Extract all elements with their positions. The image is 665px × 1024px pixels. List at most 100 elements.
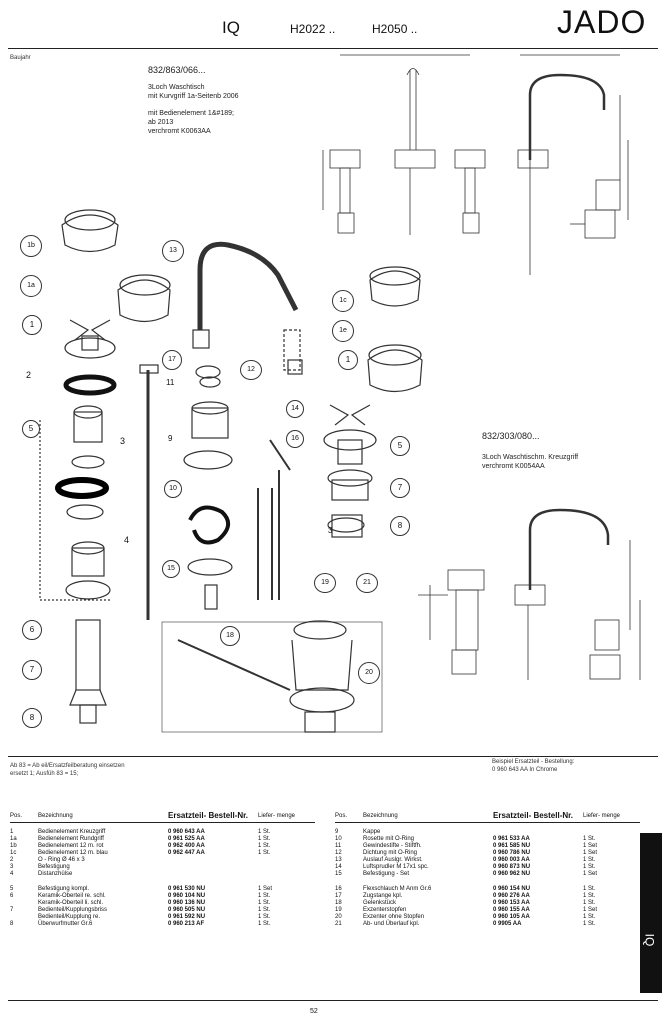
table-cell: 14 [335, 864, 342, 870]
variant-code-b: 832/303/080... [482, 431, 540, 441]
table-cell: 8 [10, 921, 14, 927]
table-cell: 1 Set [258, 886, 273, 892]
brand-logo: JADO [557, 4, 647, 40]
table-cell [10, 914, 38, 921]
col-pos: Pos. [335, 813, 348, 819]
table-cell: 0 961 585 NU [493, 843, 531, 849]
callout-20: 20 [358, 662, 380, 684]
callout-7: 7 [22, 660, 42, 680]
table-cell: 1 St. [583, 900, 596, 906]
callout-7-right: 7 [390, 478, 410, 498]
table-cell: Befestigung [38, 864, 70, 870]
variant-a-line: mit Kurvgriff 1a-Seitenb 2006 [148, 93, 239, 100]
col-desc: Bezeichnung [363, 813, 398, 819]
table-cell [258, 857, 308, 864]
cartridge-exploded-stack [39, 209, 171, 724]
table-cell: Überwurfmutter Gr.6 [38, 921, 93, 927]
table-cell: 1c [10, 850, 17, 856]
table-cell: 0 9905 AA [493, 921, 522, 927]
table-cell: 10 [335, 836, 342, 842]
callout-21: 21 [356, 573, 378, 593]
col-pos: Pos. [10, 813, 23, 819]
table-cell: 12 [335, 850, 342, 856]
table-cell: 1 St. [583, 857, 596, 863]
table-header: Pos. Bezeichnung Ersatzteil- Bestell-Nr.… [335, 786, 640, 823]
table-cell: 1 St. [258, 900, 271, 906]
dimension-drawing-mid [418, 508, 641, 680]
table-cell: 20 [335, 914, 342, 920]
table-cell [168, 857, 258, 864]
table-cell: 1 St. [258, 836, 271, 842]
table-row [335, 878, 640, 886]
col-desc: Bezeichnung [38, 813, 73, 819]
table-cell [168, 871, 258, 878]
spout-assembly [139, 241, 303, 620]
table-cell: 1 St. [258, 914, 271, 920]
table-cell: 0 960 105 AA [493, 914, 530, 920]
table-cell: Exzenterstopfen [363, 907, 407, 913]
table-cell: 0 961 530 NU [168, 886, 206, 892]
table-cell: Exzenter ohne Stopfen [363, 914, 425, 920]
section-tab: IQ [640, 833, 662, 993]
callout-3: 3 [120, 436, 126, 446]
table-cell: 0 960 505 NU [168, 907, 206, 913]
table-cell: Luftsprudler M 17x1 spc. [363, 864, 429, 870]
table-cell [168, 864, 258, 871]
table-header: Pos. Bezeichnung Ersatzteil- Bestell-Nr.… [10, 786, 315, 823]
table-cell: 0 960 104 NU [168, 893, 206, 899]
table-cell: 0 960 136 NU [168, 900, 206, 906]
table-cell: 1 Set [583, 907, 598, 913]
table-cell: 1a [10, 836, 17, 842]
waste-assembly [161, 620, 383, 733]
variant-block-b: 832/303/080... 3Loch Waschtischm. Kreuzg… [482, 432, 578, 471]
table-cell: 1 St. [583, 836, 596, 842]
parts-table-right: Pos. Bezeichnung Ersatzteil- Bestell-Nr.… [335, 786, 640, 928]
table-cell: 0 962 400 AA [168, 843, 205, 849]
table-cell: O - Ring Ø 46 x 3 [38, 857, 85, 863]
note-right-1: Beispiel Ersatzteil - Bestellung: [492, 759, 575, 765]
header-rule [8, 48, 658, 49]
variant-a-line: verchromt K0063AA [148, 128, 211, 135]
table-cell: Kappe [363, 829, 381, 835]
callout-10: 10 [164, 480, 182, 498]
table-cell: 0 960 213 AF [168, 921, 205, 927]
table-cell: 16 [335, 886, 342, 892]
table-cell: 0 961 525 AA [168, 836, 205, 842]
callout-1-right: 1 [338, 350, 358, 370]
table-cell: 0 961 533 AA [493, 836, 530, 842]
table-cell: 1 Set [583, 871, 598, 877]
table-cell [258, 871, 308, 878]
callout-1c: 1c [332, 290, 354, 312]
table-cell [583, 829, 633, 836]
table-top-rule [8, 756, 658, 757]
table-cell: Bedienteil/Kupplungsbriss [38, 907, 108, 913]
callout-6: 6 [22, 620, 42, 640]
table-cell: 2 [10, 857, 14, 863]
table-cell: 7 [10, 907, 14, 913]
table-cell: 11 [335, 843, 342, 849]
callout-5: 5 [22, 420, 40, 438]
table-cell: 1 [10, 829, 14, 835]
table-cell: 18 [335, 900, 342, 906]
table-cell: 1 St. [583, 886, 596, 892]
variant-a-line: ab 2013 [148, 119, 174, 126]
table-cell: Ab- und Überlauf kpl. [363, 921, 420, 927]
callout-16: 16 [286, 430, 304, 448]
callout-8-right: 8 [390, 516, 410, 536]
table-cell: Auslauf Auslgr. Wirkst. [363, 857, 423, 863]
table-cell: 1 St. [258, 843, 271, 849]
